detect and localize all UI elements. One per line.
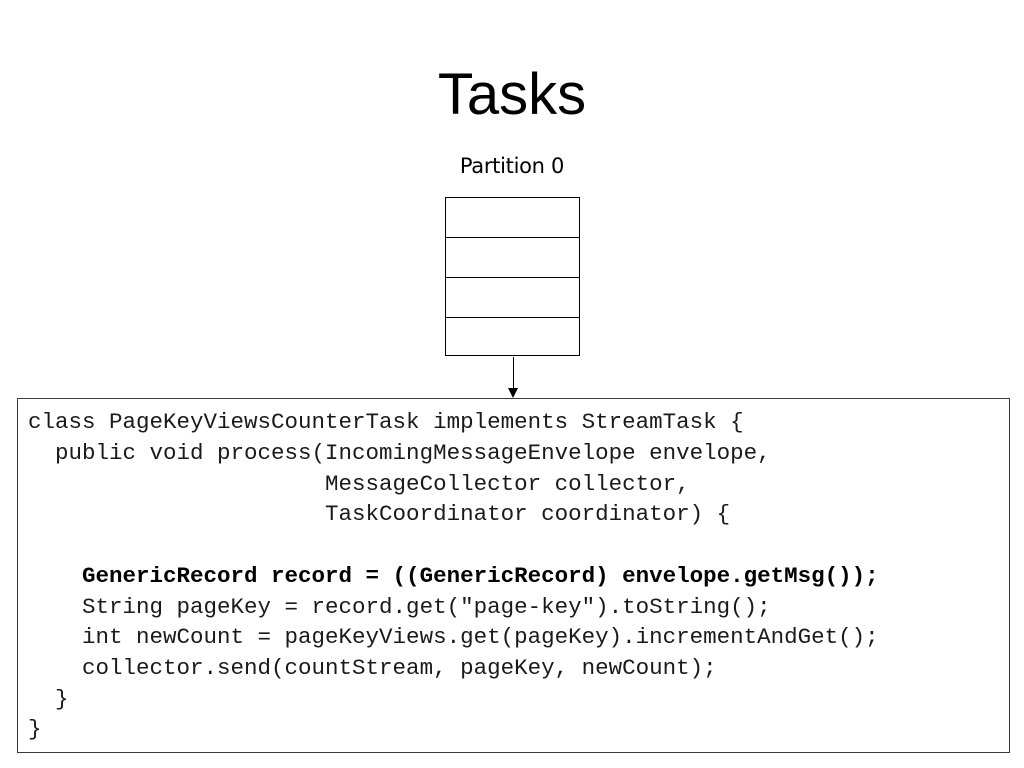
code-line-11: }	[28, 716, 42, 742]
code-line-3: MessageCollector collector,	[28, 471, 690, 497]
partition-slot	[446, 278, 579, 318]
partition-slot	[446, 238, 579, 278]
code-line-9: collector.send(countStream, pageKey, new…	[28, 655, 717, 681]
code-line-2: public void process(IncomingMessageEnvel…	[28, 440, 771, 466]
partition-box	[445, 197, 580, 356]
arrow-shaft	[513, 357, 514, 389]
partition-slot	[446, 198, 579, 238]
code-box	[17, 398, 1010, 753]
code-line-8: int newCount = pageKeyViews.get(pageKey)…	[28, 624, 879, 650]
partition-label: Partition 0	[459, 154, 565, 178]
code-line-10: }	[28, 686, 69, 712]
code-line-7: String pageKey = record.get("page-key").…	[28, 594, 771, 620]
slide-title: Tasks	[437, 62, 587, 127]
partition-slot	[446, 318, 579, 356]
code-line-4: TaskCoordinator coordinator) {	[28, 501, 731, 527]
code-line-6-highlighted: GenericRecord record = ((GenericRecord) …	[28, 563, 879, 589]
code-line-1: class PageKeyViewsCounterTask implements…	[28, 409, 744, 435]
arrow-head-icon	[508, 388, 518, 398]
